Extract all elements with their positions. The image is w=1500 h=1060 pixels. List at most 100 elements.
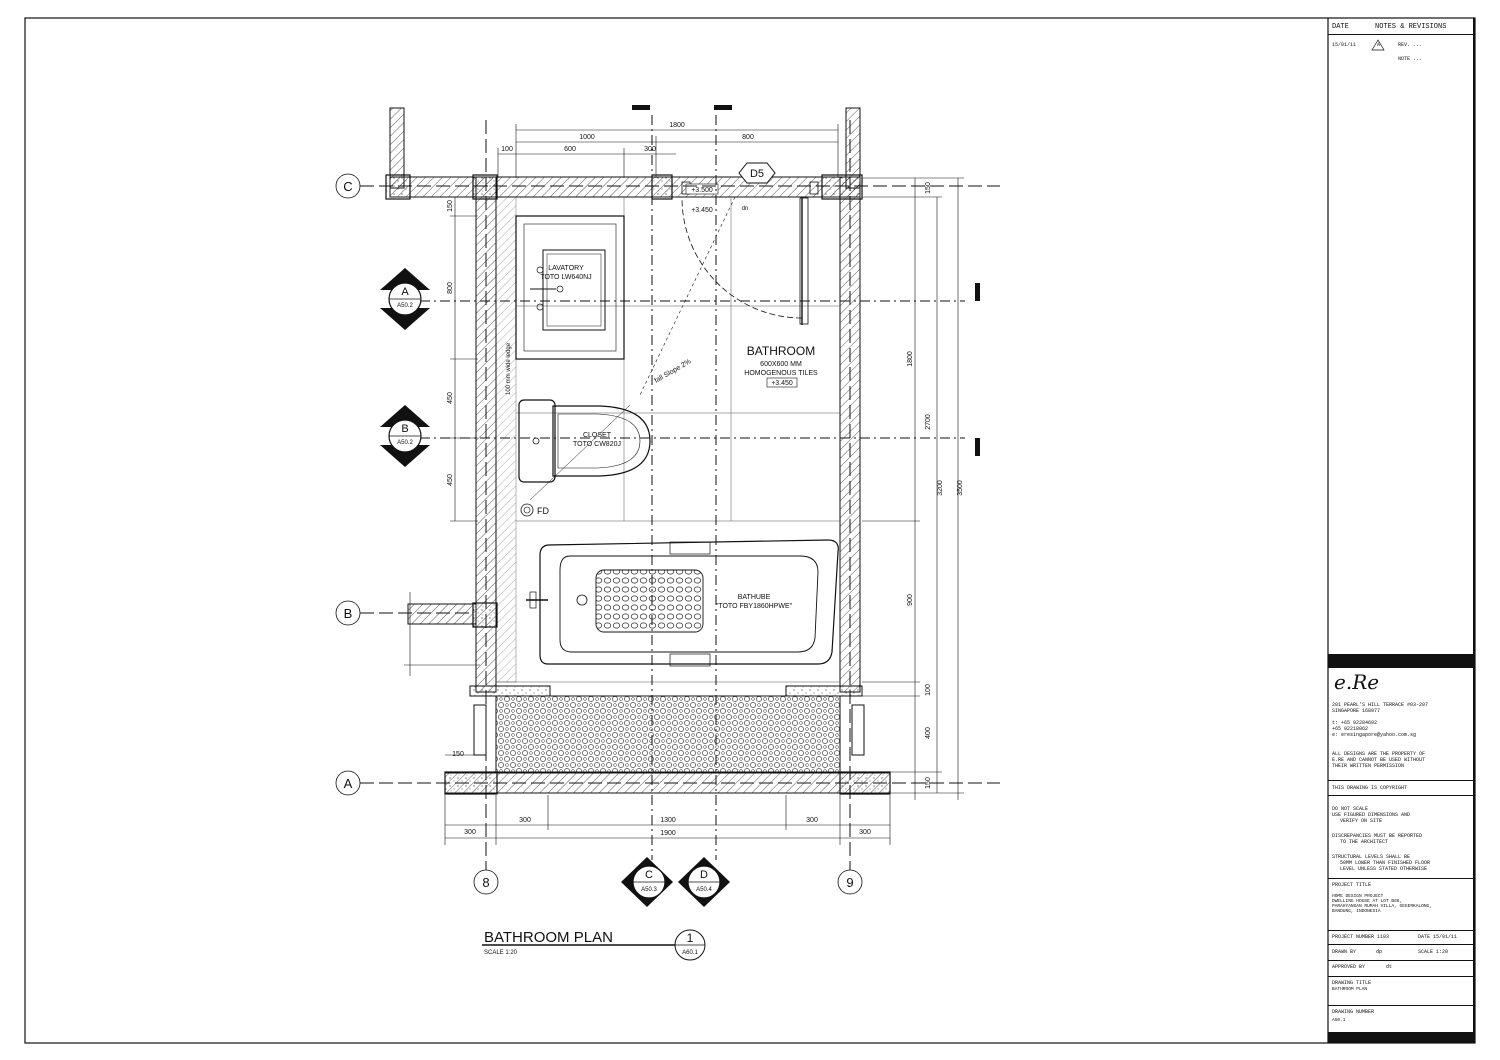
rights-2: E.RE AND CANNOT BE USED WITHOUT bbox=[1332, 757, 1426, 763]
section-d-sheet: A50.4 bbox=[696, 887, 712, 893]
phone-2: +65 92218062 bbox=[1332, 726, 1369, 732]
drawn-by-label: DRAWN BY bbox=[1332, 949, 1357, 955]
dim-right-100: 100 bbox=[925, 684, 932, 696]
lavatory-model: TOTO LW640NJ bbox=[540, 274, 591, 281]
rev-text: REV. ... bbox=[1398, 42, 1423, 48]
detail-sheet: A60.1 bbox=[682, 950, 698, 956]
section-marker-a[interactable]: A A50.2 bbox=[380, 268, 430, 330]
logo: e.Re bbox=[1334, 670, 1380, 694]
lavatory[interactable] bbox=[515, 215, 625, 360]
section-d-letter: D bbox=[700, 869, 708, 881]
closet-model: TOTO CW820J bbox=[573, 441, 621, 448]
dim-right-3200: 3200 bbox=[937, 480, 944, 496]
grid-9-label: 9 bbox=[846, 875, 853, 890]
drain-slope-line bbox=[529, 404, 631, 501]
email: e: eresingapore@yahoo.com.sg bbox=[1332, 732, 1417, 738]
bathtub-label: BATHUBE bbox=[738, 594, 771, 601]
dim-bottom-1900: 1900 bbox=[660, 830, 676, 837]
title-block: DATE NOTES & REVISIONS 15/01/11 A REV. .… bbox=[1328, 18, 1475, 1043]
dim-bottom-1300: 1300 bbox=[660, 817, 676, 824]
section-marker-d[interactable]: D A50.4 bbox=[678, 857, 730, 907]
dim-left-800: 800 bbox=[447, 282, 454, 294]
drawing-title: BATHROOM PLAN bbox=[484, 929, 613, 946]
door[interactable] bbox=[681, 181, 819, 325]
project-title-label: PROJECT TITLE bbox=[1332, 882, 1372, 888]
dim-left-450-b: 450 bbox=[447, 474, 454, 486]
section-lines bbox=[360, 115, 1000, 870]
section-c-letter: C bbox=[645, 869, 653, 881]
note-6: STRUCTURAL LEVELS SHALL BE bbox=[1332, 854, 1411, 860]
header-notes: NOTES & REVISIONS bbox=[1375, 23, 1447, 31]
slope-note: fall Slope 2% bbox=[654, 358, 693, 384]
window-left bbox=[473, 704, 487, 756]
dim-left-150: 150 bbox=[447, 200, 454, 212]
dim-top-600: 600 bbox=[564, 146, 576, 153]
grid-c-label: C bbox=[343, 179, 352, 194]
rev-date: 15/01/11 bbox=[1332, 42, 1357, 48]
bathtub-model: "TOTO FBY1860HPWE" bbox=[716, 603, 793, 610]
dim-bottom-150: 150 bbox=[452, 751, 464, 758]
project-4: BANDUNG, INDONESIA bbox=[1332, 909, 1381, 914]
project-3: PARAHYANGAN RUMAH VILLA, GEGERKALONG, bbox=[1332, 904, 1432, 909]
dim-top-1000: 1000 bbox=[579, 134, 595, 141]
dim-right-1800: 1800 bbox=[907, 351, 914, 367]
ledge-note: 100 mm wide ledge bbox=[506, 342, 512, 395]
slope-line bbox=[639, 196, 736, 396]
section-a-letter: A bbox=[401, 286, 409, 298]
drawing-title-tb: BATHROOM PLAN bbox=[1332, 987, 1368, 992]
grid-8-label: 8 bbox=[482, 875, 489, 890]
header-date: DATE bbox=[1332, 23, 1349, 31]
floor-drain bbox=[520, 503, 534, 517]
bathtub[interactable] bbox=[526, 539, 839, 667]
note-8: LEVEL UNLESS STATED OTHERWISE bbox=[1340, 866, 1428, 872]
grid-b-label: B bbox=[344, 606, 353, 621]
door-swing-label: dn bbox=[742, 206, 749, 212]
dim-bottom-300-a: 300 bbox=[519, 817, 531, 824]
project-number: PROJECT NUMBER 1103 bbox=[1332, 934, 1390, 940]
room-level: +3.450 bbox=[771, 380, 793, 387]
pebble-area bbox=[495, 695, 841, 773]
title-block-band bbox=[1328, 654, 1475, 668]
revision-triangle-icon bbox=[1371, 39, 1385, 51]
dim-bottom-300-b: 300 bbox=[806, 817, 818, 824]
note-5: TO THE ARCHITECT bbox=[1340, 839, 1389, 845]
approved-by-value: dt bbox=[1386, 964, 1393, 970]
project-date: DATE 15/01/11 bbox=[1418, 934, 1458, 940]
closet[interactable] bbox=[518, 399, 651, 483]
dim-right-3500: 3500 bbox=[957, 480, 964, 496]
room-name: BATHROOM bbox=[747, 344, 815, 358]
drawn-by-value: dp bbox=[1376, 949, 1383, 955]
section-b-sheet: A50.2 bbox=[397, 440, 413, 446]
section-marker-c[interactable]: C A50.3 bbox=[621, 857, 673, 907]
note-2: USE FIGURED DIMENSIONS AND bbox=[1332, 812, 1411, 818]
rev-mark: A bbox=[1377, 42, 1381, 48]
section-marker-b[interactable]: B A50.2 bbox=[380, 405, 430, 467]
dim-right-150-b: 150 bbox=[925, 777, 932, 789]
dim-top-100: 100 bbox=[501, 146, 513, 153]
section-ticks bbox=[632, 105, 980, 456]
detail-number: 1 bbox=[687, 931, 694, 945]
dim-top-300: 300 bbox=[644, 146, 656, 153]
note-4: DISCREPANCIES MUST BE REPORTED bbox=[1332, 833, 1423, 839]
floor-drain-label: FD bbox=[537, 506, 549, 516]
tile-spec-2: HOMOGENOUS TILES bbox=[744, 370, 818, 377]
approved-by-label: APPROVED BY bbox=[1332, 964, 1366, 970]
address-2: SINGAPORE 168977 bbox=[1332, 708, 1381, 714]
drawing-number-label: DRAWING NUMBER bbox=[1332, 1009, 1375, 1015]
title-block-band-bottom bbox=[1328, 1032, 1475, 1043]
dim-right-900: 900 bbox=[907, 594, 914, 606]
lavatory-label: LAVATORY bbox=[548, 265, 584, 272]
level-outside: +3.500 bbox=[691, 187, 713, 194]
grid-bubbles bbox=[335, 173, 863, 895]
dim-left-450-a: 450 bbox=[447, 392, 454, 404]
note-3: VERIFY ON SITE bbox=[1340, 818, 1383, 824]
revision-header: DATE NOTES & REVISIONS bbox=[1328, 18, 1475, 34]
project-2: DWELLING HOUSE AT LOT B66, bbox=[1332, 899, 1403, 904]
dim-right-150: 150 bbox=[925, 182, 932, 194]
project-1: HOME DESIGN PROJECT bbox=[1332, 894, 1384, 899]
section-a-sheet: A50.2 bbox=[397, 303, 413, 309]
drawing-number: A50.1 bbox=[1332, 1018, 1346, 1023]
section-c-sheet: A50.3 bbox=[641, 887, 657, 893]
address-1: 201 PEARL'S HILL TERRACE #03-207 bbox=[1332, 702, 1429, 708]
